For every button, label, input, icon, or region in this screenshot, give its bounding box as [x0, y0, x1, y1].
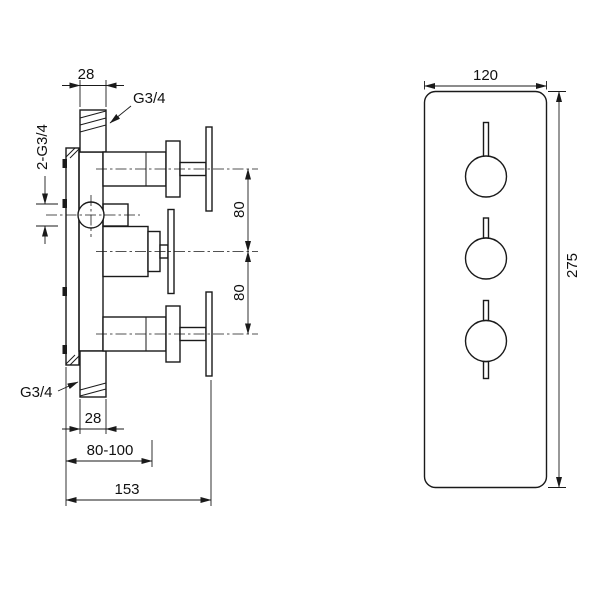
dim-label-bottom-pipe-width: 28 [85, 410, 102, 427]
knob-bottom [464, 319, 508, 363]
top-pipe [79, 109, 107, 153]
dim-label-plate-width: 120 [473, 67, 498, 84]
trim-plate [423, 90, 548, 489]
dim-label-install-depth: 80-100 [87, 442, 134, 459]
centerlines [46, 168, 258, 335]
dim-label-total-depth: 153 [114, 481, 139, 498]
thread-label-inlets: 2-G3/4 [34, 124, 51, 170]
thread-label-bottom-outlet: G3/4 [20, 384, 53, 401]
front-view-dimensions: 120 275 [424, 67, 581, 488]
dim-label-spacing-lower: 80 [231, 284, 248, 301]
front-view-drawing: 120 275 [423, 67, 581, 489]
knob-middle [464, 237, 508, 280]
dim-label-plate-height: 275 [564, 253, 581, 278]
knob-top [464, 155, 508, 198]
bottom-pipe [79, 350, 107, 398]
thread-label-top-outlet: G3/4 [133, 90, 166, 107]
handle-lever-stems [482, 121, 490, 380]
dim-label-spacing-upper: 80 [231, 201, 248, 218]
wall-plate [62, 147, 80, 366]
side-view-dimensions: 28 G3/4 2-G3/4 80 80 G3/4 28 [20, 66, 251, 506]
side-view-drawing: 28 G3/4 2-G3/4 80 80 G3/4 28 [20, 66, 258, 506]
dim-label-top-pipe-width: 28 [78, 66, 95, 83]
